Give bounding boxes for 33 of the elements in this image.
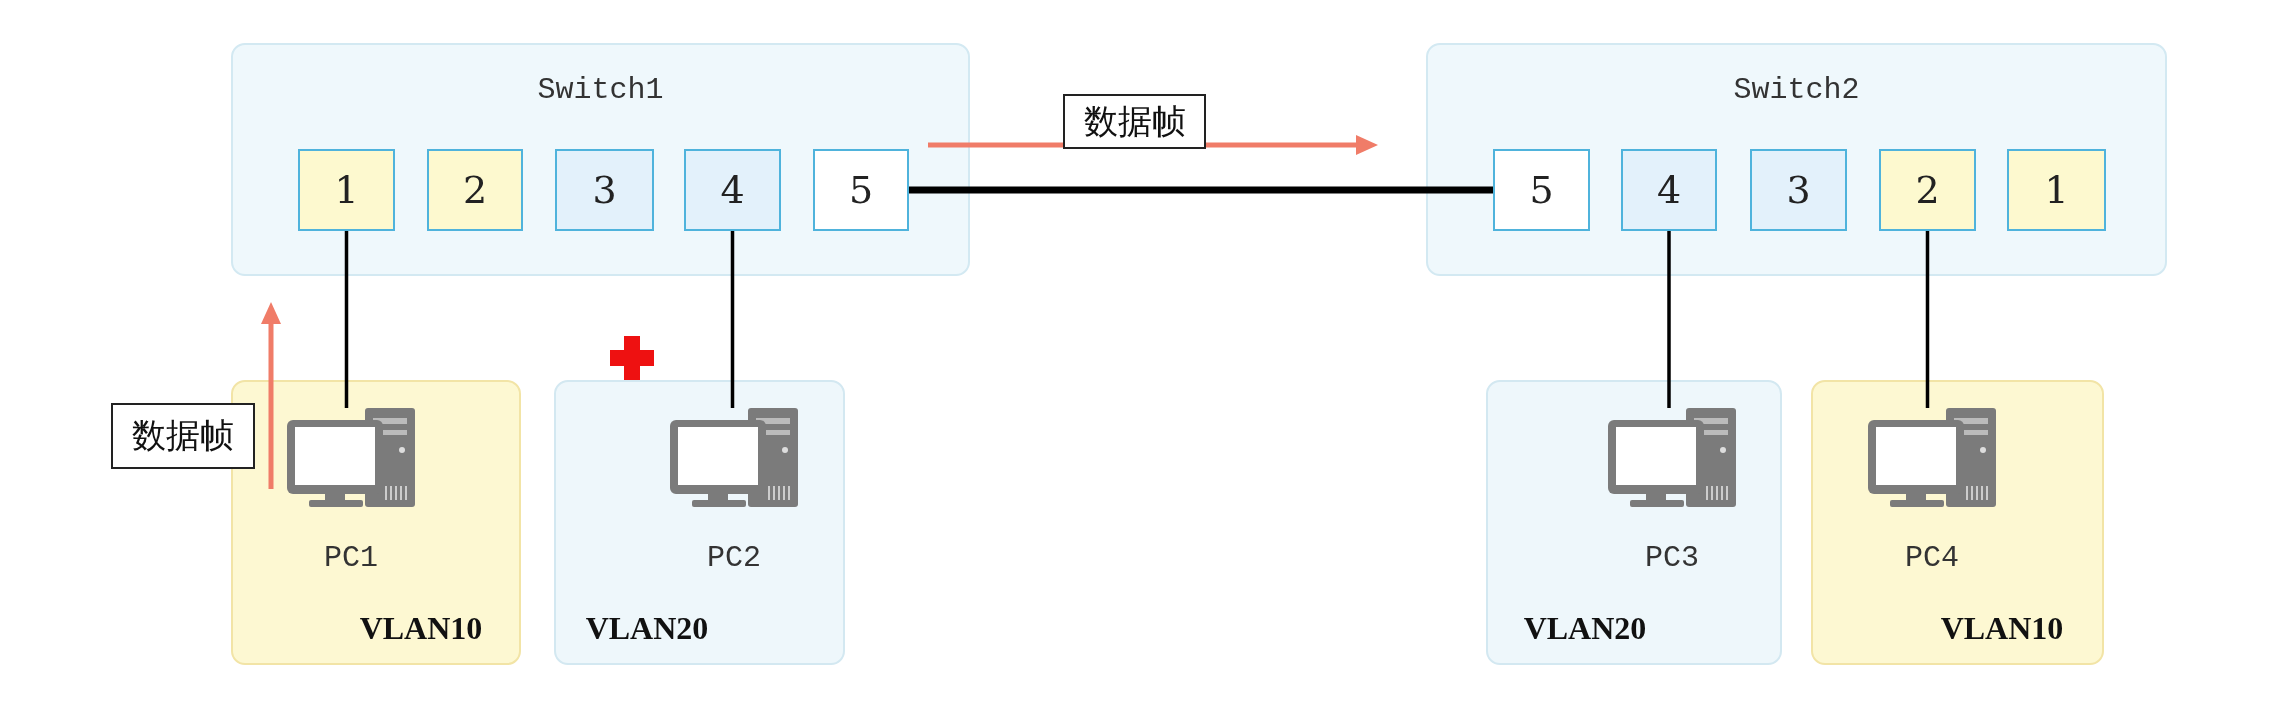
vlan-area xyxy=(1486,380,1782,665)
port-box: 3 xyxy=(555,149,654,231)
frame-label: 数据帧 xyxy=(111,403,255,469)
pc-label: PC2 xyxy=(706,541,762,575)
port-box: 2 xyxy=(1879,149,1976,231)
connection-line xyxy=(1667,231,1671,408)
pc-label: PC4 xyxy=(1904,541,1960,575)
connection-line xyxy=(344,231,349,408)
vlan-area xyxy=(231,380,521,665)
vlan-label: VLAN10 xyxy=(359,610,483,647)
port-box: 4 xyxy=(684,149,781,231)
connection-line xyxy=(730,231,735,408)
connection-line xyxy=(1925,231,1930,408)
port-box: 1 xyxy=(2007,149,2106,231)
switch-label: Switch2 xyxy=(1732,73,1861,107)
port-box: 5 xyxy=(1493,149,1590,231)
vlan-area xyxy=(1811,380,2104,665)
port-box: 4 xyxy=(1621,149,1717,231)
pc-label: PC1 xyxy=(323,541,379,575)
switch-panel xyxy=(231,43,970,276)
switch-panel xyxy=(1426,43,2167,276)
port-box: 2 xyxy=(427,149,523,231)
frame-label: 数据帧 xyxy=(1063,94,1206,149)
port-box: 3 xyxy=(1750,149,1847,231)
port-box: 1 xyxy=(298,149,395,231)
switch-label: Switch1 xyxy=(536,73,665,107)
vlan-area xyxy=(554,380,845,665)
vlan-label: VLAN20 xyxy=(585,610,709,647)
vlan-label: VLAN10 xyxy=(1940,610,2064,647)
port-box: 5 xyxy=(813,149,909,231)
vlan-label: VLAN20 xyxy=(1523,610,1647,647)
connection-line xyxy=(909,186,1493,194)
pc-label: PC3 xyxy=(1644,541,1700,575)
